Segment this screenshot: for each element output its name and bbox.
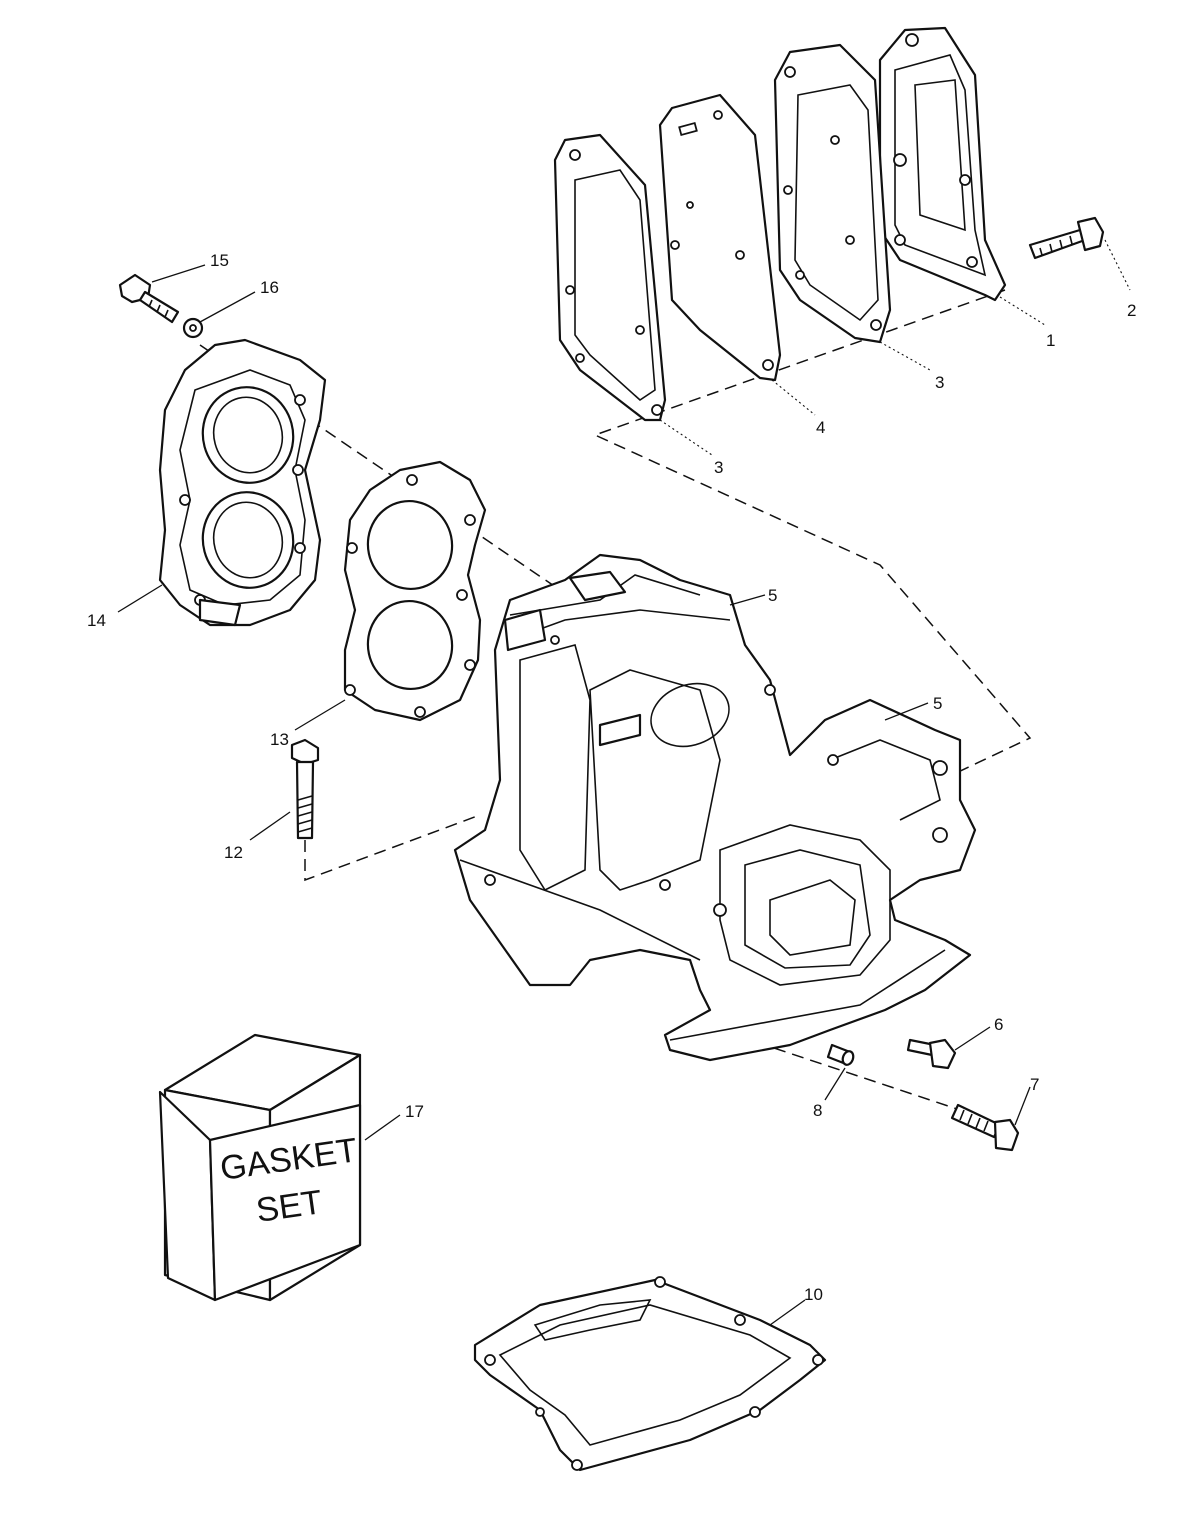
callout-10: 10 (804, 1285, 823, 1304)
head-gasket (343, 460, 487, 722)
callout-13: 13 (270, 730, 289, 749)
callout-8: 8 (813, 1101, 822, 1120)
cylinder-block (453, 553, 977, 1062)
exhaust-gasket-inner (773, 43, 892, 344)
callout-5-lower: 5 (933, 694, 942, 713)
callout-16: 16 (260, 278, 279, 297)
callout-5-upper: 5 (768, 586, 777, 605)
crankcase-gasket (473, 1276, 827, 1472)
block-screw (906, 1038, 957, 1070)
gasket-set-box: GASKET SET (158, 1033, 362, 1302)
exhaust-cover (878, 26, 1007, 302)
head-bolt (118, 273, 180, 324)
callout-17: 17 (405, 1102, 424, 1121)
long-screw (950, 1103, 1020, 1152)
gasket-set-line2: SET (254, 1183, 325, 1230)
callout-14: 14 (87, 611, 106, 630)
crankcase-bolt (290, 738, 320, 840)
callout-labels: 15 16 2 1 3 4 3 5 14 5 13 12 6 7 8 17 10 (87, 251, 1136, 1304)
exhaust-divider-plate (658, 93, 782, 382)
callout-6: 6 (994, 1015, 1003, 1034)
callout-15: 15 (210, 251, 229, 270)
callout-2: 2 (1127, 301, 1136, 320)
leader-lines (117, 239, 1131, 1326)
dowel-pin (826, 1043, 855, 1066)
callout-4: 4 (816, 418, 825, 437)
callout-3-upper: 3 (935, 373, 944, 392)
callout-12: 12 (224, 843, 243, 862)
callout-3-lower: 3 (714, 458, 723, 477)
callout-1: 1 (1046, 331, 1055, 350)
cylinder-head (158, 338, 327, 627)
head-bolt-washer (182, 317, 204, 339)
cover-screw (1028, 216, 1105, 260)
callout-7: 7 (1030, 1075, 1039, 1094)
exhaust-gasket-outer (553, 133, 667, 422)
